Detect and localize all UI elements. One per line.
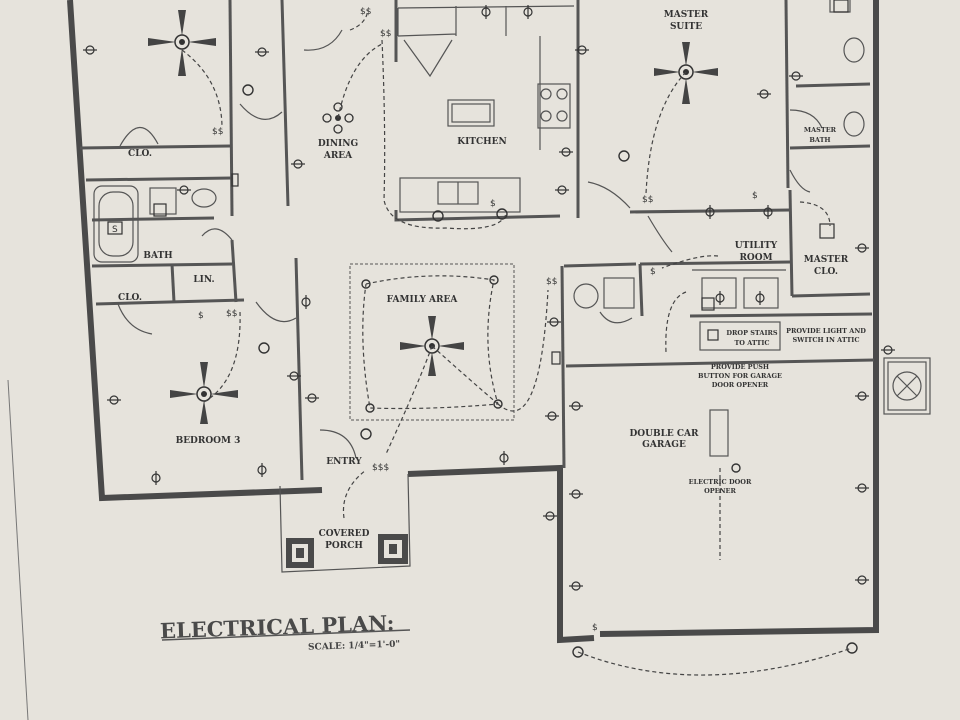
room-label-garage: DOUBLE CAR <box>629 429 699 439</box>
switch-label: $$ <box>360 7 371 17</box>
plan-scale: SCALE: 1/4"=1'-0" <box>308 640 400 653</box>
range-cooktop <box>537 83 571 129</box>
dryer <box>743 277 779 309</box>
ac-unit <box>883 357 931 415</box>
master-sink-1 <box>843 37 865 63</box>
garage-door-opener <box>709 409 729 457</box>
room-label-bedroom-3: BEDROOM 3 <box>176 436 241 446</box>
switch-label: $$ <box>546 277 557 287</box>
water-heater <box>573 283 599 309</box>
room-label-utility: ROOM <box>739 253 772 263</box>
switch-symbols: $$ $$ $$ $$ $ $$$ $$ $ $ $$ $ $ <box>198 7 758 633</box>
room-label-master-bath: BATH <box>809 136 830 144</box>
sheet-border-line <box>7 379 29 720</box>
washer <box>701 277 737 309</box>
interior-walls <box>79 0 875 481</box>
switch-label: $$ <box>212 127 223 137</box>
door-swings <box>117 29 823 459</box>
kitchen-counter <box>399 177 521 213</box>
room-label-kitchen: KITCHEN <box>457 137 506 147</box>
master-sink-2 <box>843 111 865 137</box>
exterior-walls <box>67 0 879 644</box>
note-push-button: PROVIDE PUSH <box>711 363 769 371</box>
room-label-closet: CLO. <box>128 149 152 159</box>
note-attic-light: PROVIDE LIGHT AND <box>786 327 866 335</box>
switch-label: $ <box>650 267 656 277</box>
note-push-button: BUTTON FOR GARAGE <box>698 372 782 380</box>
vent-label: S <box>112 225 118 235</box>
room-label-master-suite: SUITE <box>670 22 702 32</box>
switch-label: $$$ <box>372 463 389 473</box>
outlet-symbols <box>83 5 895 591</box>
room-label-bath: BATH <box>143 251 173 261</box>
kitchen-island <box>447 99 495 127</box>
room-label-linen: LIN. <box>193 275 214 285</box>
note-door-opener: ELECTRIC DOOR <box>689 478 752 486</box>
note-attic-stairs: DROP STAIRS <box>726 329 778 337</box>
switch-label: $$ <box>380 29 391 39</box>
room-label-dining: DINING <box>318 139 358 149</box>
switch-label: $ <box>752 191 758 201</box>
room-label-porch: PORCH <box>325 541 363 551</box>
room-label-family-area: FAMILY AREA <box>387 295 459 305</box>
room-label-porch: COVERED <box>319 529 370 539</box>
vent-markers <box>107 0 849 365</box>
light-fixtures <box>242 84 858 658</box>
toilet <box>191 188 217 208</box>
wiring-runs <box>181 9 853 676</box>
room-labels: MASTER SUITE DINING AREA KITCHEN MASTER … <box>118 10 849 551</box>
note-attic-light: SWITCH IN ATTIC <box>792 336 859 344</box>
switch-label: $ <box>198 311 204 321</box>
room-label-dining: AREA <box>323 151 353 161</box>
attic-stairs-outline <box>699 321 781 351</box>
room-label-master-bath: MASTER <box>804 126 837 134</box>
room-label-master-closet: MASTER <box>804 255 849 265</box>
room-label-master-closet: CLO. <box>814 267 838 277</box>
room-label-utility: UTILITY <box>735 241 778 251</box>
ceiling-fan-icon <box>148 10 216 76</box>
note-attic-stairs: TO ATTIC <box>734 339 769 347</box>
ceiling-fans <box>148 10 718 424</box>
note-door-opener: OPENER <box>704 487 736 495</box>
family-area-tray-ceiling <box>349 263 515 421</box>
chandelier-icon <box>322 102 354 134</box>
switch-label: $ <box>490 199 496 209</box>
vent-letters: S <box>112 225 118 235</box>
ceiling-fan-icon <box>170 362 238 424</box>
room-label-master-suite: MASTER <box>664 10 709 20</box>
room-label-entry: ENTRY <box>326 457 362 467</box>
switch-label: $$ <box>642 195 653 205</box>
plan-notes: DROP STAIRS TO ATTIC PROVIDE LIGHT AND S… <box>689 327 867 495</box>
bathtub <box>93 185 139 263</box>
room-label-garage: GARAGE <box>642 440 686 450</box>
switch-label: $ <box>592 623 598 633</box>
switch-label: $$ <box>226 309 237 319</box>
room-label-closet: CLO. <box>118 293 142 303</box>
note-push-button: DOOR OPENER <box>712 381 769 389</box>
